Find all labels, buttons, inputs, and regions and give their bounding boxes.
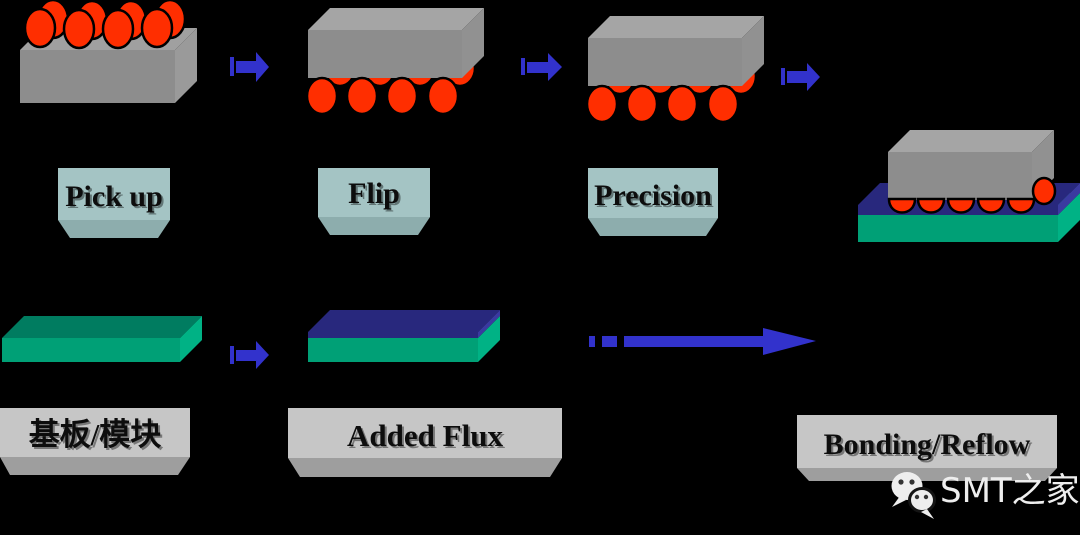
solder-balls-front-row xyxy=(585,84,740,124)
substrate-right-face xyxy=(180,316,202,362)
label-bevel xyxy=(588,218,718,236)
watermark-text: SMT之家 xyxy=(940,471,1080,511)
chip-top-face xyxy=(308,8,484,30)
collapsed-solder-bumps xyxy=(887,197,1036,214)
label-bevel xyxy=(0,457,190,475)
chip-front-face xyxy=(20,50,175,103)
chip-front-face xyxy=(588,38,742,86)
step-label-added-flux: Added Flux xyxy=(288,408,562,477)
substrate-right-face xyxy=(1058,193,1080,242)
chip-top-face xyxy=(588,16,764,38)
chip-balls-up xyxy=(20,0,197,103)
watermark: SMT之家 xyxy=(891,471,1080,519)
flux-right-face xyxy=(1058,183,1080,215)
label-face xyxy=(58,168,170,220)
substrate-front-face xyxy=(308,338,478,362)
arrow-right-icon xyxy=(521,53,562,81)
chip-front-face xyxy=(888,152,1032,200)
label-bevel xyxy=(318,217,430,235)
step-label-text: Added Flux xyxy=(347,418,503,453)
arrow-right-icon xyxy=(781,63,820,91)
step-label-flip: Flip xyxy=(318,168,430,235)
step-label-substrate: 基板/模块 xyxy=(0,408,190,475)
step-label-text: Precision xyxy=(594,179,712,212)
step-label-precision: Precision xyxy=(588,168,718,236)
substrate-slab xyxy=(2,316,202,362)
wechat-icon xyxy=(891,472,936,519)
solder-balls-front-row xyxy=(305,76,460,116)
chip-right-face xyxy=(175,28,197,103)
solder-balls-front-row xyxy=(23,7,174,50)
long-dashed-arrow-right-icon xyxy=(589,328,816,355)
step-label-pick-up: Pick up xyxy=(58,168,170,238)
label-bevel xyxy=(58,220,170,238)
flux-front-face xyxy=(308,332,478,338)
label-face xyxy=(288,408,562,458)
chip-top-face xyxy=(888,130,1054,152)
label-face xyxy=(0,408,190,457)
label-bevel xyxy=(797,468,1057,481)
chip-balls-down-precision xyxy=(585,16,764,124)
step-label-text: Bonding/Reflow xyxy=(824,428,1031,461)
step-label-text: Flip xyxy=(348,177,400,210)
label-bevel xyxy=(288,458,562,477)
label-face xyxy=(588,168,718,218)
substrate-right-face xyxy=(478,316,500,362)
label-face xyxy=(797,415,1057,468)
chip-right-face xyxy=(462,8,484,78)
chip-right-face xyxy=(742,16,764,86)
flux-right-face xyxy=(478,310,500,338)
arrow-right-icon xyxy=(230,52,269,82)
step-label-text: Pick up xyxy=(65,180,163,213)
solder-ball-corner xyxy=(1031,176,1057,206)
substrate-top-face xyxy=(2,316,202,338)
label-face xyxy=(318,168,430,217)
chip-front-face xyxy=(308,30,462,78)
arrow-right-icon xyxy=(230,341,269,369)
substrate-with-flux-slab xyxy=(308,310,500,362)
step-label-text: 基板/模块 xyxy=(29,417,162,452)
substrate-front-face xyxy=(2,338,180,362)
bonded-assembly xyxy=(858,130,1080,242)
flux-top-face xyxy=(308,310,500,332)
chip-balls-down-flip xyxy=(305,8,484,116)
step-label-bonding-reflow: Bonding/Reflow xyxy=(797,415,1057,481)
substrate-front-face xyxy=(858,215,1058,242)
